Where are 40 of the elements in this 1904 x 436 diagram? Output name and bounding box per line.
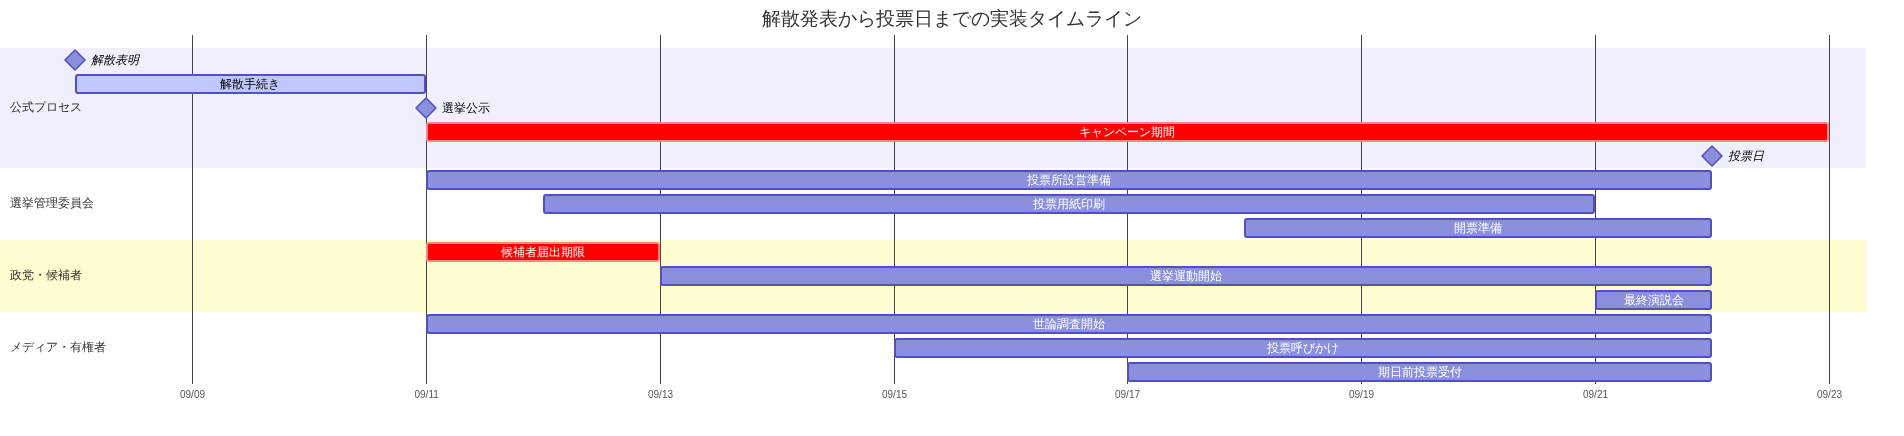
task-bar — [1127, 362, 1713, 382]
bar-label: 投票所設営準備 — [1026, 173, 1111, 187]
bar-label: 最終演説会 — [1623, 293, 1684, 307]
axis-tick-label: 09/21 — [1583, 389, 1609, 401]
bar-label: 投票用紙印刷 — [1032, 197, 1105, 211]
axis-tick-label: 09/09 — [180, 389, 206, 401]
task-bar — [75, 74, 426, 94]
task-bar — [425, 122, 1829, 142]
section-label: 選挙管理委員会 — [10, 196, 94, 211]
bar-label: 開票準備 — [1454, 221, 1503, 235]
axis-tick-label: 09/11 — [414, 389, 439, 401]
section-label: 公式プロセス — [10, 100, 82, 115]
milestone-label: 投票日 — [1728, 149, 1765, 163]
task-bar — [1244, 218, 1713, 238]
bar-label: 投票呼びかけ — [1266, 341, 1339, 355]
task-bar — [659, 266, 1713, 286]
milestone-label: 選挙公示 — [441, 101, 490, 115]
task-bar — [1595, 290, 1713, 310]
bar-label: キャンペーン期間 — [1079, 125, 1176, 139]
chart-title: 解散発表から投票日までの実装タイムライン — [762, 7, 1142, 30]
bar-label: 候補者届出期限 — [500, 245, 585, 259]
bar-label: 期日前投票受付 — [1377, 365, 1462, 379]
task-bar — [542, 194, 1596, 214]
bar-label: 解散手続き — [220, 77, 281, 91]
section-band — [0, 48, 1866, 168]
axis-tick-label: 09/19 — [1349, 389, 1375, 401]
section-label: 政党・候補者 — [10, 268, 82, 283]
task-bar — [893, 338, 1713, 358]
bar-label: 選挙運動開始 — [1149, 269, 1222, 283]
bar-label: 世論調査開始 — [1032, 317, 1105, 331]
axis-tick-label: 09/15 — [882, 389, 908, 401]
milestone-label: 解散表明 — [91, 53, 140, 67]
axis-tick-label: 09/13 — [648, 389, 674, 401]
task-bar — [425, 242, 660, 262]
axis-tick-label: 09/17 — [1115, 389, 1141, 401]
axis-tick-label: 09/23 — [1817, 389, 1843, 401]
task-bar — [425, 314, 1713, 334]
task-bar — [425, 170, 1713, 190]
section-band — [0, 240, 1866, 312]
section-label: メディア・有権者 — [10, 340, 106, 355]
